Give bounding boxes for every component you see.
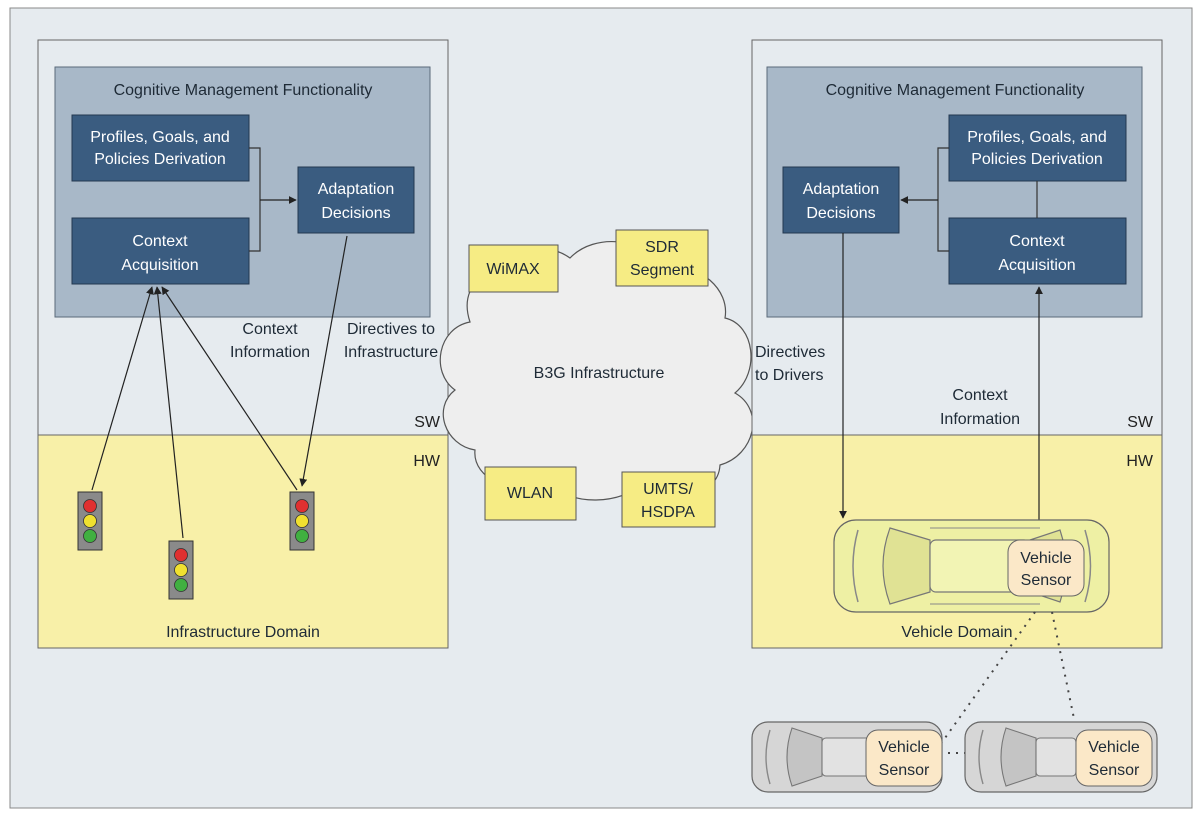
infra-context-block: [71, 217, 250, 285]
other-vehicle-sensor-line1: Vehicle: [878, 739, 930, 756]
infra-directives-arrow: [299, 235, 348, 487]
infra-adaptation-line1: Adaptation: [318, 181, 395, 198]
infra-directives-line1: Directives to: [347, 321, 435, 338]
traffic-light-icon: [168, 540, 194, 600]
vehicle-domain: SW HW Cognitive Management Functionality…: [751, 39, 1163, 649]
infra-context-line2: Acquisition: [121, 257, 198, 274]
infra-hw-area: [37, 434, 449, 649]
vehicle-domain-label: Vehicle Domain: [901, 624, 1012, 641]
infra-context-line1: Context: [132, 233, 188, 250]
infra-adaptation-line2: Decisions: [321, 205, 390, 222]
infra-adaptation-block: [297, 166, 415, 234]
vehicle-hw-label: HW: [1126, 453, 1154, 470]
infra-hw-label: HW: [413, 453, 441, 470]
infrastructure-domain: SW HW Cognitive Management Functionality…: [37, 39, 449, 649]
vehicle-sensor-box: [1075, 729, 1153, 787]
wimax-label: WiMAX: [486, 261, 540, 278]
umts-box: [621, 471, 716, 528]
vehicle-directives-line1: Directives: [755, 344, 825, 361]
traffic-light-icon: [77, 491, 103, 551]
vehicle-sensor-box: [1007, 539, 1085, 597]
v2v-link: [939, 611, 1036, 746]
vehicle-sw-label: SW: [1127, 414, 1154, 431]
v2v-link: [1051, 611, 1079, 739]
infra-domain-label: Infrastructure Domain: [166, 624, 320, 641]
vehicle-context-block: [948, 217, 1127, 285]
other-vehicle-1: Vehicle Sensor: [751, 721, 943, 793]
vehicle-context-line2: Acquisition: [998, 257, 1075, 274]
other-vehicle-sensor-line1: Vehicle: [1088, 739, 1140, 756]
traffic-light-icon: [289, 491, 315, 551]
other-vehicle-sensor-line2: Sensor: [1089, 762, 1140, 779]
infra-cognitive-title: Cognitive Management Functionality: [114, 82, 373, 99]
vehicle-context-line1: Context: [1009, 233, 1065, 250]
wimax-box: [468, 244, 559, 293]
sdr-line1: SDR: [645, 239, 679, 256]
vehicle-profiles-block: [948, 114, 1127, 182]
infra-context-arrow-1: [91, 286, 154, 491]
vehicle-cognitive-title: Cognitive Management Functionality: [826, 82, 1085, 99]
infra-profiles-block: [71, 114, 250, 182]
infra-directives-line2: Infrastructure: [344, 344, 438, 361]
other-vehicle-sensor-line2: Sensor: [879, 762, 930, 779]
vehicle-sensor-line2: Sensor: [1021, 572, 1072, 589]
umts-line1: UMTS/: [643, 481, 693, 498]
infra-profiles-line2: Policies Derivation: [94, 151, 226, 168]
vehicle-adaptation-line1: Adaptation: [803, 181, 880, 198]
infra-profiles-line1: Profiles, Goals, and: [90, 129, 230, 146]
b3g-label: B3G Infrastructure: [534, 365, 665, 382]
infra-context-arrow-3: [161, 286, 298, 491]
infra-context-info-line2: Information: [230, 344, 310, 361]
vehicle-context-info-line1: Context: [952, 387, 1008, 404]
vehicle-sensor-line1: Vehicle: [1020, 550, 1072, 567]
infra-sw-label: SW: [414, 414, 441, 431]
vehicle-profiles-line1: Profiles, Goals, and: [967, 129, 1107, 146]
infra-context-info-line1: Context: [242, 321, 298, 338]
vehicle-directives-line2: to Drivers: [755, 367, 823, 384]
vehicle-adaptation-line2: Decisions: [806, 205, 875, 222]
other-vehicle-2: Vehicle Sensor: [964, 721, 1158, 793]
infra-context-arrow-2: [153, 286, 184, 539]
sdr-box: [615, 229, 709, 287]
vehicle-sensor-box: [865, 729, 943, 787]
umts-line2: HSDPA: [641, 504, 695, 521]
sdr-line2: Segment: [630, 262, 695, 279]
vehicle-profiles-line2: Policies Derivation: [971, 151, 1103, 168]
vehicle-context-info-line2: Information: [940, 411, 1020, 428]
wlan-label: WLAN: [507, 485, 553, 502]
vehicle-adaptation-block: [782, 166, 900, 234]
wlan-box: [484, 466, 577, 521]
b3g-cloud: B3G Infrastructure WiMAX SDR Segment WLA…: [439, 229, 754, 528]
